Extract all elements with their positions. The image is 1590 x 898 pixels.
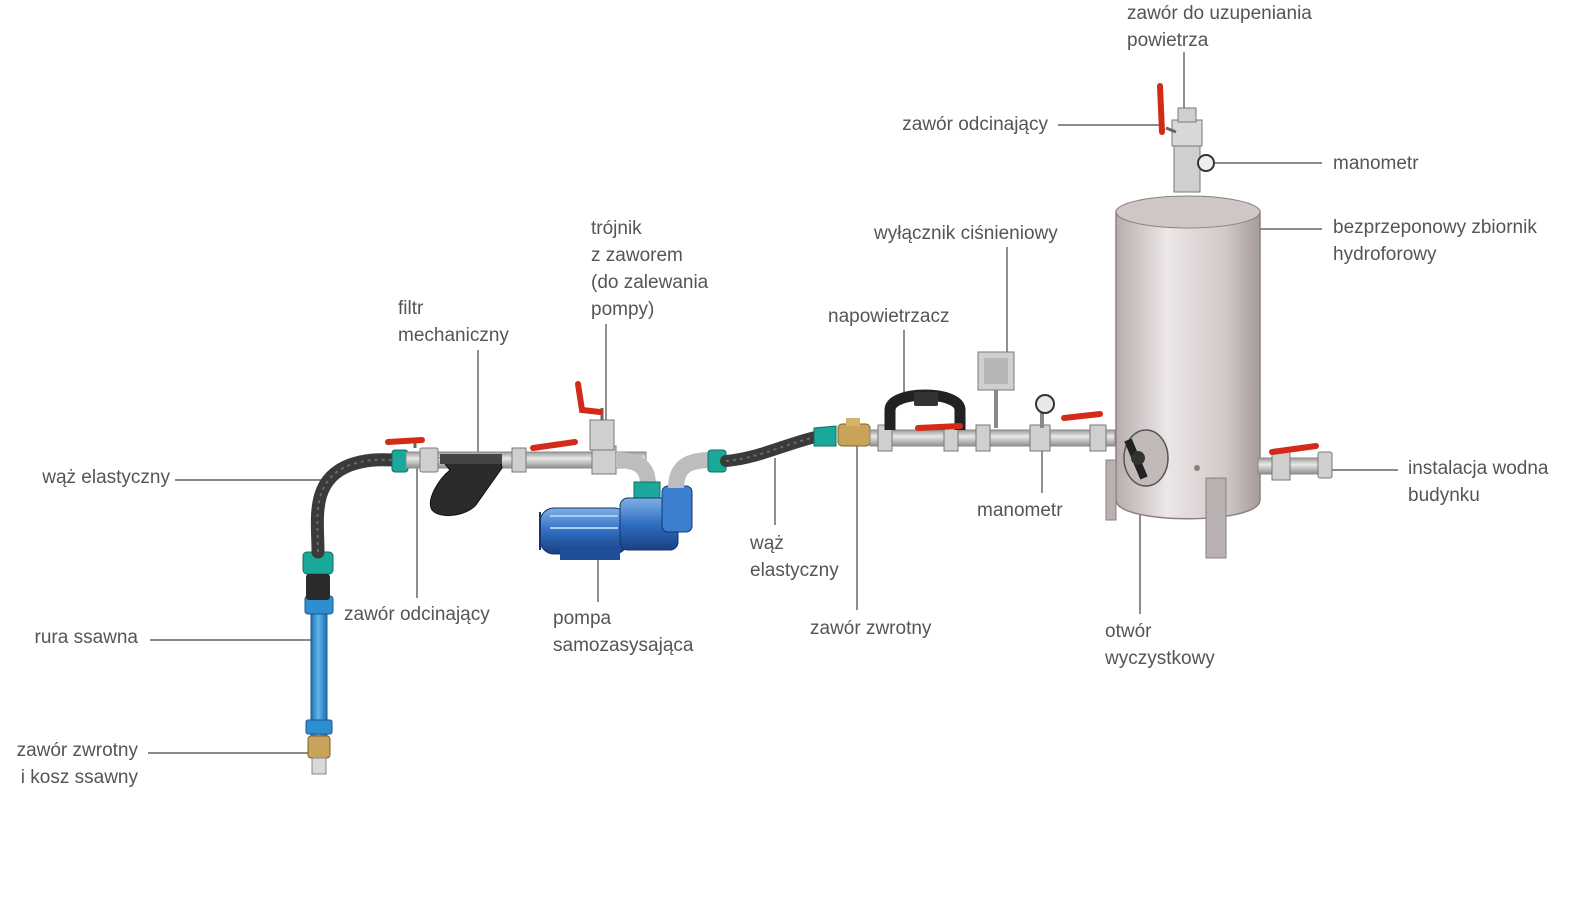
label-otwor: otwór wyczystkowy [1105,621,1215,669]
label-instalacja: instalacja wodna budynku [1408,458,1549,506]
valve-handles-right [915,411,1103,431]
pressure-gauge-mid [1035,394,1055,428]
cleanout-hole [1123,429,1169,487]
flexible-hose-left [302,449,409,600]
label-zbiornik: bezprzeponowy zbiornik hydroforowy [1333,217,1537,265]
aerator [884,389,966,430]
valve-mid-left [530,439,578,451]
label-trojnik: trójnik z zaworem (do zalewania pompy) [591,218,709,320]
check-valve-mid [837,418,871,447]
main-pipe-right [869,424,1116,452]
label-zawor-odcinajacy-top: zawór odcinający [902,114,1048,135]
pressure-switch [977,351,1015,428]
label-napowietrzacz: napowietrzacz [828,306,950,327]
label-rura-ssawna: rura ssawna [34,627,139,648]
flexible-hose-mid [720,425,837,467]
foot-valve-strainer [307,735,331,775]
pressure-tank [1105,195,1261,559]
pump-outlet-elbow [668,449,727,489]
label-zawor-odcinajacy-left: zawór odcinający [344,604,490,625]
mechanical-filter [430,454,503,517]
tee-with-priming-valve [575,381,615,451]
label-waz-elastyczny-left: wąż elastyczny [42,467,170,488]
tank-top-fittings [1157,83,1215,193]
shutoff-valve-left [385,437,425,448]
label-manometr-mid: manometr [977,500,1063,521]
self-priming-pump [539,485,693,560]
label-waz-elastyczny-mid: wąż elastyczny [750,533,839,581]
label-zawor-uzupelniania: zawór do uzupeniania powietrza [1127,3,1312,51]
label-zawor-zwrotny-kosz: zawór zwrotny i kosz ssawny [16,740,138,788]
pipe-elbow-to-pump [615,452,661,499]
label-manometr-top: manometr [1333,153,1419,174]
label-wylacznik: wyłącznik ciśnieniowy [874,223,1058,244]
label-filtr: filtr mechaniczny [398,298,509,346]
building-outlet [1257,443,1333,481]
label-zawor-zwrotny-mid: zawór zwrotny [810,618,932,639]
suction-pipe [304,595,334,743]
label-pompa: pompa samozasysająca [553,608,694,656]
